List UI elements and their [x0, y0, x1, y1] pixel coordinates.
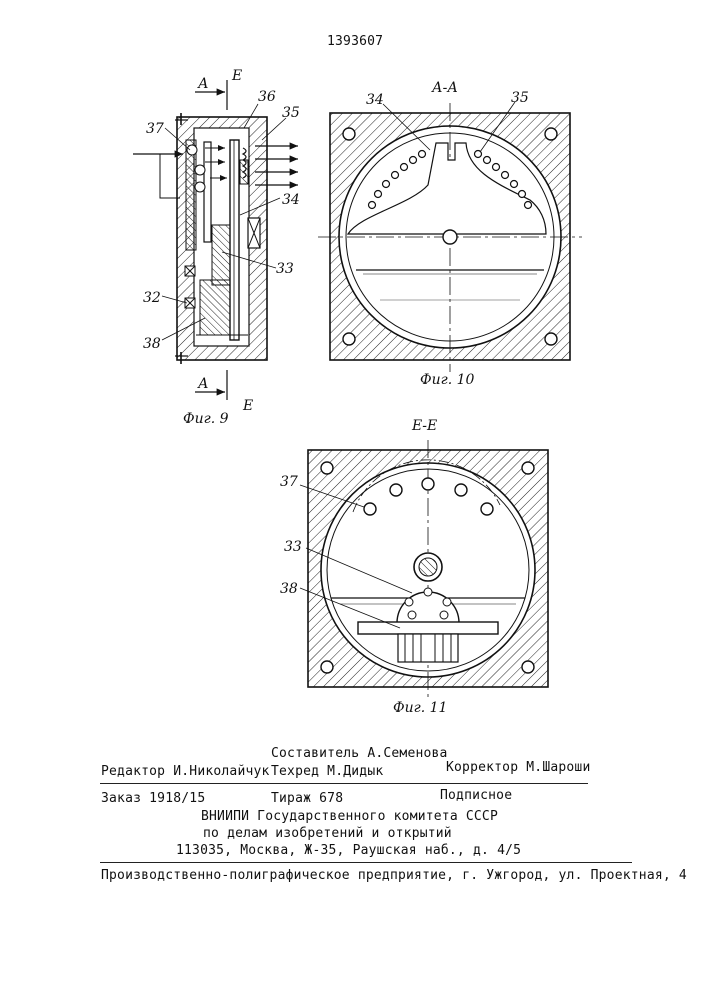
figure-11: 37 33 38 Е-Е Фиг. 11 [280, 418, 548, 716]
fig10-section-title: А-А [431, 80, 458, 96]
fig9-section-a-bottom: А [197, 376, 209, 392]
fig9-label-34: 34 [282, 192, 300, 208]
fig11-caption: Фиг. 11 [393, 700, 447, 716]
figure-9: 37 36 35 34 33 32 38 А Е А Е Фиг. 9 [133, 68, 300, 427]
colophon-org-line2: по делам изобретений и открытий [203, 826, 452, 841]
colophon-printer: Производственно-полиграфическое предприя… [101, 868, 687, 883]
rule-top [100, 783, 588, 784]
fig11-label-33: 33 [284, 539, 302, 555]
fig9-label-37: 37 [146, 121, 164, 137]
colophon-order: Заказ 1918/15 [101, 791, 205, 806]
fig9-label-33: 33 [276, 261, 294, 277]
colophon-editor: Редактор И.Николайчук [101, 764, 270, 779]
colophon-org-line1: ВНИИПИ Государственного комитета СССР [201, 809, 498, 824]
fig9-label-36: 36 [258, 89, 276, 105]
drawings: 37 36 35 34 33 32 38 А Е А Е Фиг. 9 [0, 0, 707, 720]
colophon-techred: Техред М.Дидык [271, 764, 383, 779]
fig9-section-a-top: А [197, 76, 209, 92]
fig10-label-35: 35 [511, 90, 529, 106]
fig9-section-e-bottom: Е [242, 398, 253, 414]
rule-bottom [100, 862, 632, 863]
fig9-label-32: 32 [143, 290, 161, 306]
fig11-label-38: 38 [280, 581, 298, 597]
fig11-section-title: Е-Е [411, 418, 437, 434]
figure-10: 34 35 А-А Фиг. 10 [318, 80, 582, 388]
fig11-label-37: 37 [280, 474, 298, 490]
colophon-subscription: Подписное [440, 788, 512, 803]
fig10-label-34: 34 [366, 92, 384, 108]
fig9-label-38: 38 [143, 336, 161, 352]
colophon-org-line3: 113035, Москва, Ж-35, Раушская наб., д. … [176, 843, 521, 858]
fig9-section-e-top: Е [231, 68, 242, 84]
colophon-corrector: Корректор М.Шароши [446, 760, 590, 775]
fig9-caption: Фиг. 9 [183, 411, 229, 427]
fig10-caption: Фиг. 10 [420, 372, 475, 388]
fig9-label-35: 35 [282, 105, 300, 121]
colophon-circulation: Тираж 678 [271, 791, 343, 806]
colophon-compiler: Составитель А.Семенова [271, 746, 448, 761]
